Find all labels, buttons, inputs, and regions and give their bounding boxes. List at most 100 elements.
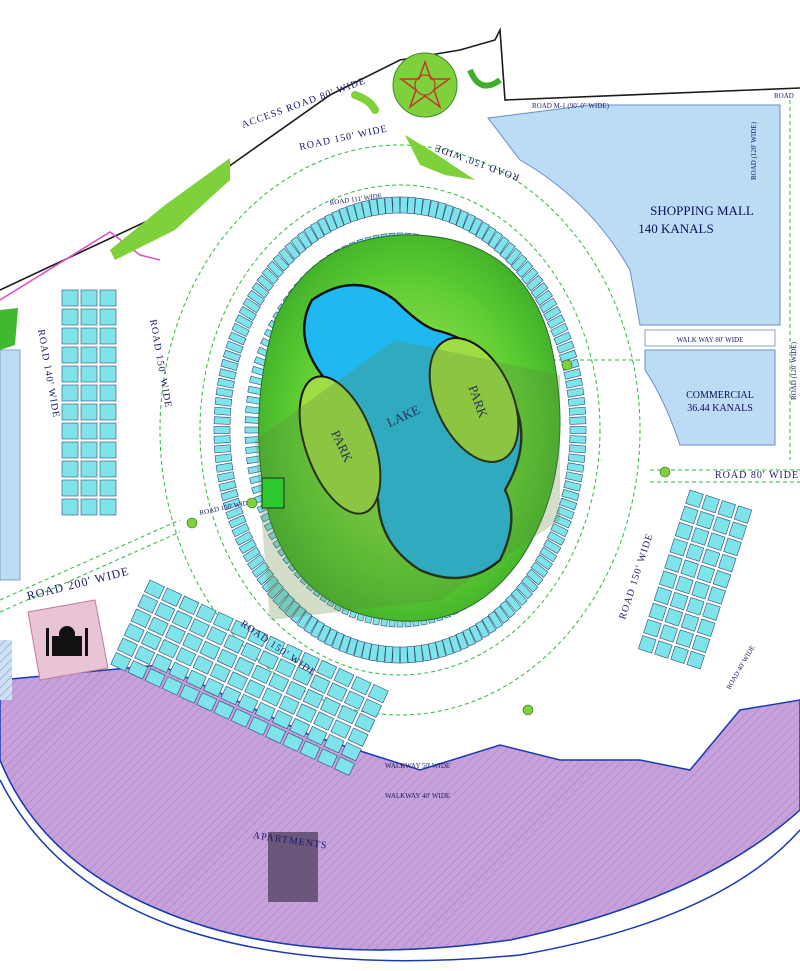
plot [231, 322, 250, 338]
plot [559, 497, 578, 511]
plot [338, 634, 352, 654]
plot [316, 748, 338, 768]
plot [539, 297, 558, 314]
plot [550, 522, 569, 538]
plot [664, 608, 684, 627]
plot [281, 643, 303, 664]
plot [448, 206, 462, 226]
plot [244, 679, 266, 699]
plot [543, 539, 562, 555]
plot [247, 554, 265, 571]
plot [481, 615, 497, 634]
plot-ring-outer [213, 196, 587, 664]
plot [653, 586, 673, 606]
plot [717, 500, 737, 519]
plot [550, 322, 569, 338]
plot [179, 684, 200, 704]
commercial-block: COMMERCIAL 36.44 KANALS [644, 349, 776, 446]
plot [701, 494, 720, 514]
plot [326, 682, 348, 702]
plot [244, 426, 260, 434]
shopping-mall-block: SHOPPING MALL 140 KANALS [487, 104, 781, 326]
plot [80, 498, 98, 516]
plot [690, 527, 710, 546]
plot [499, 600, 516, 619]
plot [317, 217, 332, 236]
dark-plot [268, 832, 318, 902]
plot [80, 289, 98, 307]
plot [331, 210, 345, 229]
road-120-upper-label: ROAD (120' WIDE) [750, 121, 758, 180]
plot [230, 708, 252, 728]
plot [468, 217, 483, 236]
plot [247, 627, 269, 648]
plot [214, 453, 233, 464]
green-crescent [467, 68, 502, 89]
plot [516, 260, 534, 278]
shopping-mall-label: SHOPPING MALL [650, 203, 754, 218]
plot [127, 660, 149, 680]
plot [686, 650, 705, 670]
plot [199, 640, 221, 661]
plot [248, 716, 269, 736]
commercial-label: COMMERCIAL [686, 390, 754, 401]
plot [99, 308, 117, 326]
plot [664, 554, 683, 573]
plot [209, 663, 231, 683]
roundabouts [186, 359, 671, 716]
plot [539, 546, 558, 563]
plot [643, 618, 662, 638]
plot [261, 687, 283, 707]
plot [566, 387, 585, 398]
plot [261, 267, 279, 285]
plot [80, 384, 98, 402]
plot [448, 634, 462, 654]
road-200-label: ROAD 200' WIDE [25, 564, 131, 603]
plot [313, 711, 335, 731]
plot [521, 267, 539, 285]
green-strip-left [110, 158, 230, 260]
central-park: LAKE PARK PARK [255, 234, 561, 622]
plot [406, 196, 416, 214]
plot [701, 548, 721, 568]
plot [80, 346, 98, 364]
plot [80, 479, 98, 497]
plot [214, 444, 232, 454]
plot [110, 652, 132, 672]
plot [310, 221, 325, 240]
plot [216, 471, 235, 483]
plot [303, 226, 319, 245]
road-120-lower-label: ROAD (120' WIDE) [790, 341, 798, 400]
plot [228, 331, 247, 346]
plot [680, 613, 700, 632]
road-top-right-label: ROAD [774, 92, 794, 100]
plot [346, 204, 359, 223]
plot [303, 615, 319, 634]
plot [171, 610, 193, 630]
plot [376, 645, 387, 663]
plot [707, 532, 726, 551]
plot [212, 611, 234, 632]
plot [284, 241, 301, 260]
plot [338, 206, 352, 226]
road-network [0, 100, 800, 716]
plot [712, 516, 731, 535]
mosque-icon [46, 626, 88, 656]
plot [310, 620, 325, 639]
plot [685, 489, 704, 509]
plot [670, 645, 689, 665]
plot [455, 210, 469, 229]
plot [225, 506, 244, 520]
plot [659, 570, 678, 589]
plot [213, 700, 235, 720]
plot [216, 377, 235, 389]
green-strip-top [405, 135, 475, 180]
plot [413, 197, 424, 215]
plot [638, 635, 657, 654]
plot [696, 564, 716, 584]
plot [251, 282, 270, 299]
plot [525, 568, 544, 586]
plot [475, 620, 490, 639]
plot [220, 685, 242, 706]
plot [323, 733, 345, 754]
